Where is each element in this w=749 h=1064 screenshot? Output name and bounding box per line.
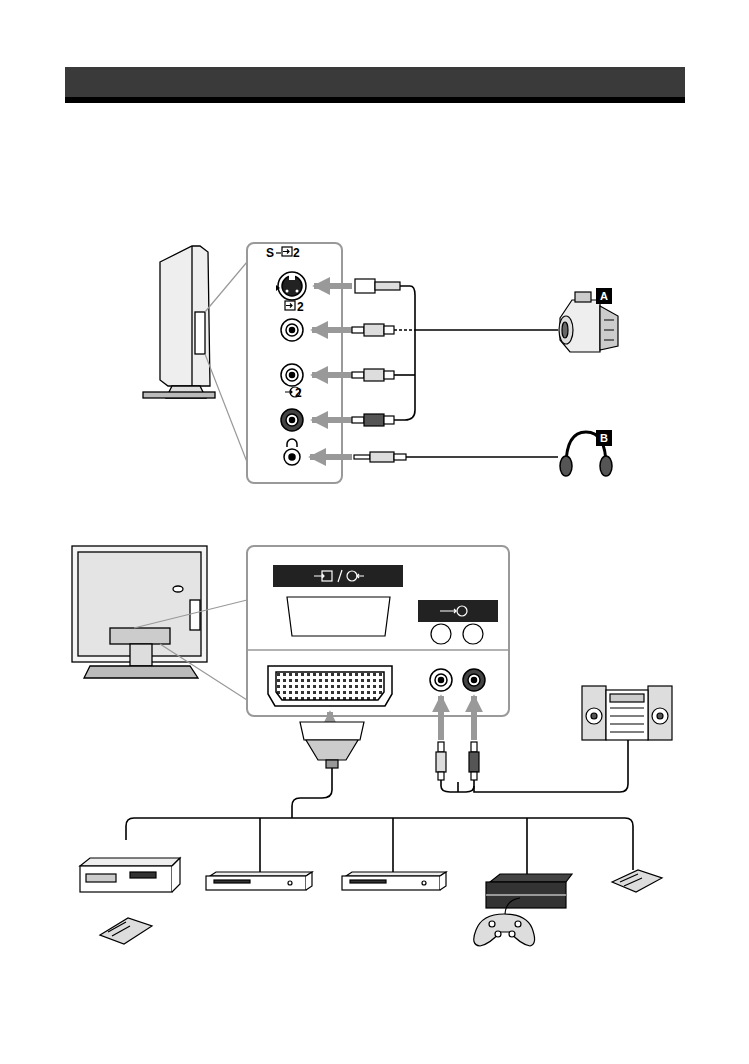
source-devices xyxy=(80,858,662,946)
callout-box: A xyxy=(596,288,612,304)
input-symbols xyxy=(276,247,300,447)
scart-socket xyxy=(268,666,392,706)
headphones xyxy=(560,432,612,476)
title-bar xyxy=(65,67,685,97)
inset-leader xyxy=(134,600,247,700)
side-plugs xyxy=(352,279,406,462)
scart-plug xyxy=(300,722,364,768)
side-jacks xyxy=(276,272,306,465)
rear-labels xyxy=(273,565,498,644)
rear-cables xyxy=(126,740,633,878)
callout-letter: A xyxy=(600,291,608,302)
jack-label: 2 xyxy=(295,387,302,399)
jack-label: 2 xyxy=(297,301,304,313)
jack-label: S xyxy=(266,247,274,259)
title-rule xyxy=(65,97,685,103)
rear-panel-frame xyxy=(247,546,509,716)
side-input-panel: S 2 2 2 xyxy=(247,243,342,483)
audio-plugs xyxy=(436,742,479,780)
callout-letter: B xyxy=(600,433,608,444)
insert-arrows xyxy=(310,286,352,457)
tv-rear-view xyxy=(72,546,207,678)
panel-divider xyxy=(248,649,508,651)
stereo-system xyxy=(582,686,672,740)
callout-box: B xyxy=(596,430,612,446)
audio-out-jacks xyxy=(430,669,485,691)
inset-leader xyxy=(205,262,247,462)
side-panel-frame xyxy=(247,243,342,483)
jack-label: 2 xyxy=(293,247,300,259)
side-cables xyxy=(394,286,558,457)
tv-side-view xyxy=(143,246,215,398)
